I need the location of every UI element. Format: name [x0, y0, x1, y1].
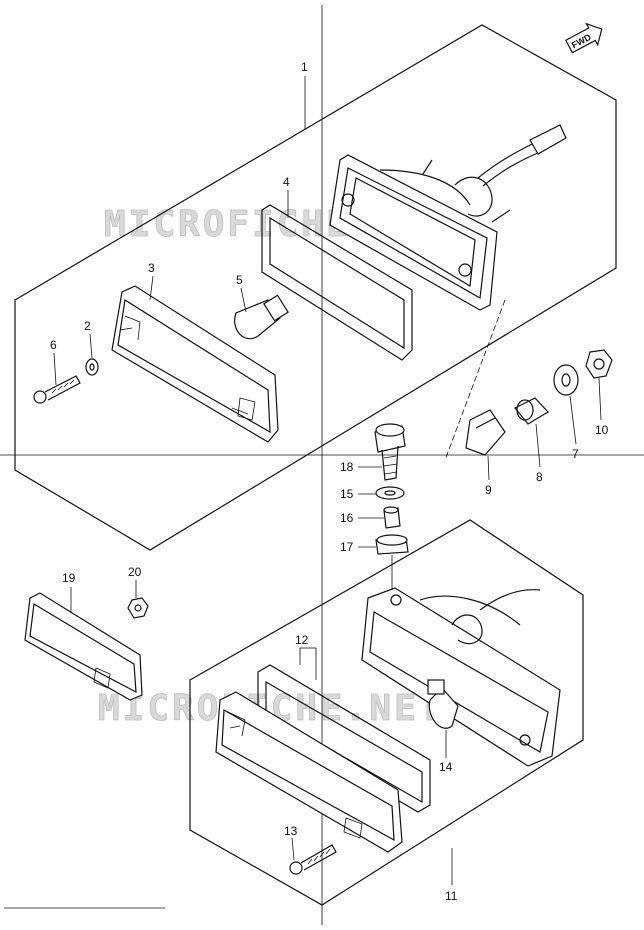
connector-line: [444, 299, 506, 461]
nut-10: [585, 349, 613, 379]
screw-lower: [289, 844, 337, 875]
upper-lamp-housing: [329, 124, 567, 311]
callout-2: 2: [84, 319, 91, 333]
lower-lens: [215, 691, 403, 853]
callout-1: 1: [301, 60, 308, 74]
upper-lens: [111, 285, 279, 443]
callout-18: 18: [340, 460, 354, 474]
washer-15: [375, 486, 405, 500]
callout-9: 9: [485, 483, 492, 497]
grommet-17: [375, 534, 409, 555]
callout-20: 20: [128, 565, 142, 579]
callout-15: 15: [340, 487, 354, 501]
callout-13: 13: [284, 824, 298, 838]
gasket: [261, 204, 413, 361]
callout-14: 14: [439, 760, 453, 774]
fwd-badge: FWD: [565, 22, 603, 54]
callout-5: 5: [236, 273, 243, 287]
bulb-upper: [234, 294, 289, 340]
lower-assembly-boundary: [189, 519, 584, 906]
callout-6: 6: [50, 338, 57, 352]
callout-10: 10: [595, 423, 609, 437]
washer-upper: [85, 358, 99, 376]
callout-4: 4: [283, 175, 290, 189]
callout-3: 3: [148, 261, 155, 275]
side-reflector: [24, 592, 143, 701]
callout-16: 16: [340, 511, 354, 525]
collar: [514, 397, 549, 425]
fwd-arrow-icon: [565, 22, 603, 54]
washer-7: [553, 364, 579, 396]
callout-8: 8: [536, 470, 543, 484]
bolt-18: [374, 423, 406, 481]
nut-20: [127, 597, 149, 619]
leader-lines: [53, 76, 602, 885]
screw-upper: [33, 375, 81, 404]
bulb-lower: [427, 679, 459, 729]
callout-12: 12: [295, 633, 309, 647]
lower-lamp-housing: [361, 587, 561, 767]
callout-17: 17: [340, 540, 354, 554]
grommet: [465, 409, 506, 456]
upper-assembly-boundary: [14, 24, 617, 551]
callout-11: 11: [445, 889, 458, 903]
collar-16: [383, 506, 401, 529]
callout-19: 19: [62, 571, 76, 585]
callout-7: 7: [572, 447, 579, 461]
